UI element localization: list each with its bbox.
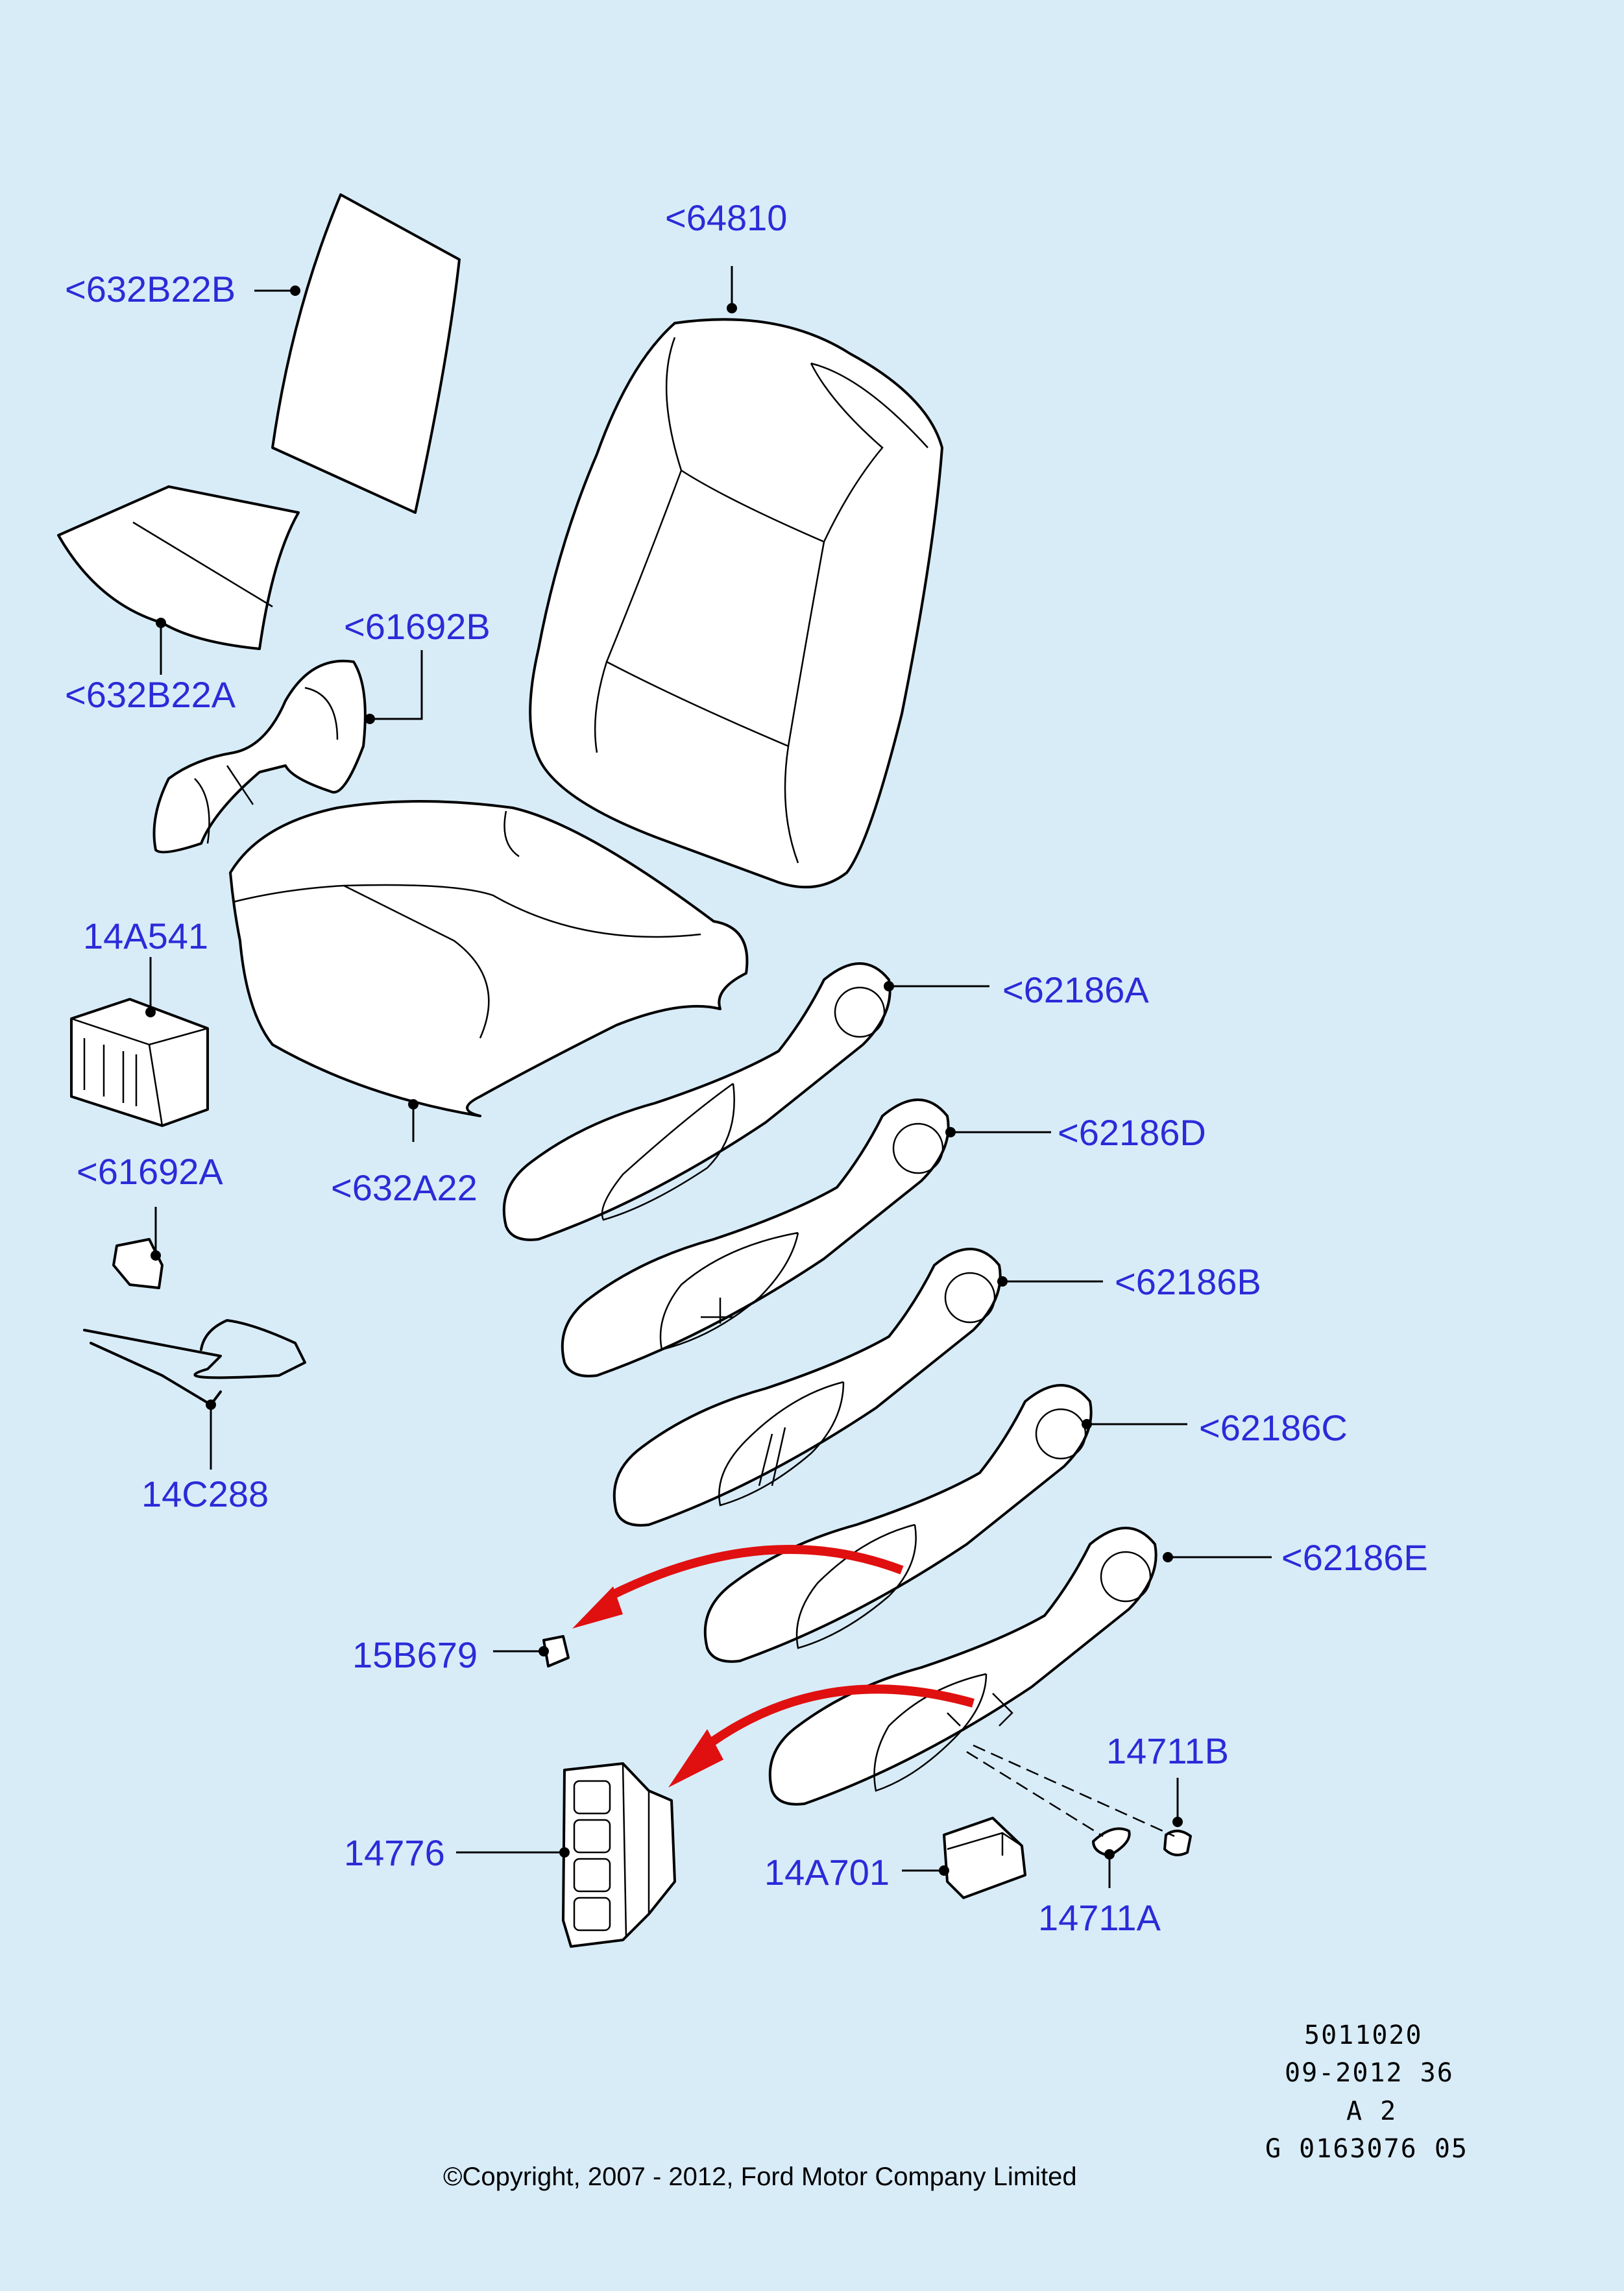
callout-62186d[interactable]: <62186D — [1058, 1112, 1206, 1153]
callout-62186a[interactable]: <62186A — [1002, 969, 1149, 1010]
callout-632b22b[interactable]: <632B22B — [65, 269, 236, 309]
reference-line-2: 09-2012 36 — [1285, 2058, 1454, 2088]
cushion-pad-part[interactable] — [57, 485, 300, 650]
leader-lines — [149, 266, 1272, 1888]
red-arrow-upper — [572, 1545, 904, 1629]
seat-cushion-part[interactable] — [229, 800, 749, 1117]
module-14a701-part[interactable] — [943, 1817, 1026, 1899]
connector-14a541-part[interactable] — [70, 998, 209, 1127]
callout-62186b[interactable]: <62186B — [1115, 1261, 1261, 1302]
side-shield-62186b-part[interactable] — [612, 1248, 1002, 1527]
reference-line-3: A 2 — [1346, 2096, 1397, 2126]
callout-14c288[interactable]: 14C288 — [141, 1473, 269, 1514]
reference-line-4: G 0163076 05 — [1265, 2134, 1468, 2164]
reference-line-1: 5011020 — [1304, 2020, 1423, 2050]
knob-15b679-part[interactable] — [542, 1635, 570, 1667]
callout-62186e[interactable]: <62186E — [1281, 1537, 1428, 1578]
callout-632a22[interactable]: <632A22 — [331, 1167, 478, 1208]
wire-14c288-part[interactable] — [83, 1319, 306, 1406]
callout-14711a[interactable]: 14711A — [1038, 1897, 1161, 1938]
callout-632b22a[interactable]: <632B22A — [65, 674, 236, 715]
switch-14776-part[interactable] — [562, 1762, 676, 1948]
callout-14776[interactable]: 14776 — [344, 1832, 445, 1873]
callout-15b679[interactable]: 15B679 — [352, 1634, 478, 1675]
callout-dots — [145, 285, 1183, 1876]
side-shield-62186a-part[interactable] — [502, 962, 891, 1241]
callout-61692a[interactable]: <61692A — [77, 1151, 223, 1192]
callout-64810[interactable]: <64810 — [665, 197, 787, 238]
callout-61692b[interactable]: <61692B — [344, 606, 491, 647]
copyright-text: ©Copyright, 2007 - 2012, Ford Motor Comp… — [443, 2163, 1077, 2191]
seat-back-part[interactable] — [529, 318, 943, 889]
callout-14a541[interactable]: 14A541 — [83, 915, 208, 956]
side-shield-62186d-part[interactable] — [561, 1098, 950, 1377]
side-shield-62186e-part[interactable] — [768, 1527, 1157, 1806]
callout-62186c[interactable]: <62186C — [1199, 1407, 1348, 1448]
assembly-lines — [966, 1744, 1175, 1837]
red-arrow-lower — [668, 1684, 975, 1788]
backrest-pad-part[interactable] — [271, 193, 461, 514]
reference-block: 5011020 09-2012 36 A 2 G 0163076 05 — [1265, 2020, 1468, 2164]
button-14711b-part[interactable] — [1163, 1830, 1192, 1856]
callout-14a701[interactable]: 14A701 — [764, 1852, 890, 1893]
bracket-part[interactable] — [152, 659, 367, 854]
clip-61692a-part[interactable] — [112, 1238, 164, 1289]
callout-14711b[interactable]: 14711B — [1106, 1730, 1229, 1771]
